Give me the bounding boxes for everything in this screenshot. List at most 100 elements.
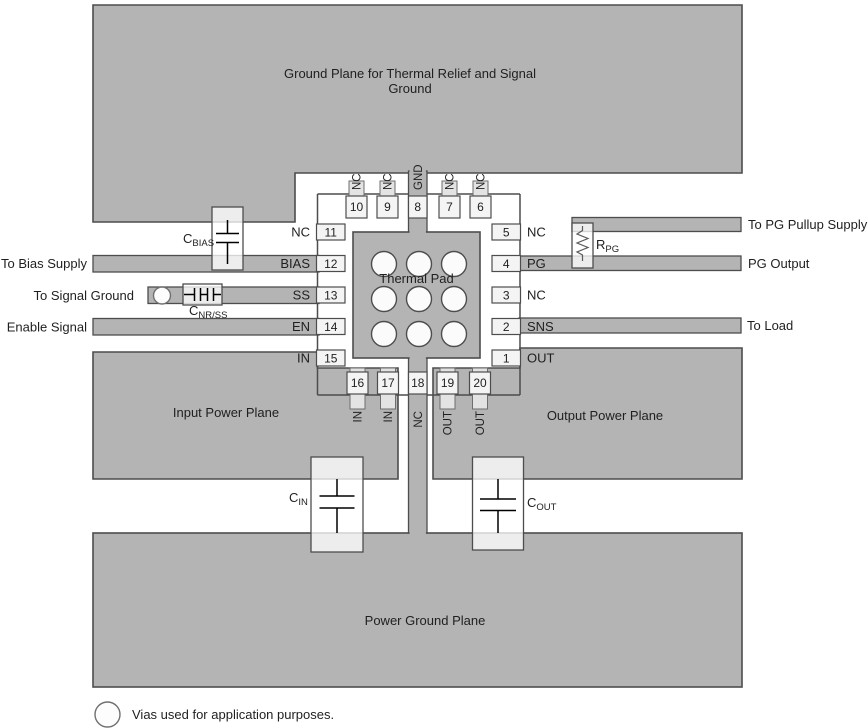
pin-number-4: 4 (503, 257, 510, 271)
pin-number-16: 16 (351, 376, 365, 390)
pin-name-15: IN (297, 351, 310, 366)
c-in-label: CIN (289, 490, 308, 508)
pin-box-15 (315, 349, 346, 367)
pin-name-14: EN (292, 319, 310, 334)
c-in-capacitor-symbol (319, 479, 355, 533)
power-ground-plane (92, 532, 743, 688)
c-in-subscript: IN (298, 497, 308, 508)
c-nrss-label: CNR/SS (189, 303, 227, 321)
pin-box-1 (491, 349, 522, 367)
pin-box-7 (438, 195, 461, 219)
r-pg-label: RPG (596, 237, 619, 255)
c-in-body (310, 456, 364, 553)
pin-name-16: IN (353, 411, 365, 423)
pin-box-2 (491, 317, 522, 336)
pin-name-17: IN (383, 411, 395, 423)
r-pg-symbol-letter: R (596, 237, 605, 252)
c-out-symbol-letter: C (527, 495, 536, 510)
pg-pullup-trace (571, 216, 742, 233)
thermal-via (440, 320, 468, 348)
c-nrss-capacitor-symbol (184, 288, 221, 301)
pin-number-8: 8 (414, 200, 421, 214)
thermal-via (440, 250, 468, 278)
pin-name-1: OUT (527, 351, 555, 366)
top-ground-plane-label-line1: Ground Plane for Thermal Relief and Sign… (284, 66, 536, 81)
weld-gnd-top (409, 169, 426, 176)
pin-box-8 (407, 195, 428, 219)
pin-number-14: 14 (324, 320, 338, 334)
pin-number-3: 3 (503, 289, 510, 303)
pg-output-label: PG Output (748, 256, 810, 271)
c-bias-subscript: BIAS (192, 238, 214, 249)
pin-number-11: 11 (325, 226, 338, 240)
pin-number-5: 5 (503, 226, 510, 240)
top-ground-plane (92, 4, 743, 223)
thermal-via (370, 320, 398, 348)
pin-box-16 (346, 371, 369, 395)
pin-name-4: PG (527, 256, 546, 271)
pin-number-10: 10 (350, 200, 364, 214)
pin-box-13 (315, 286, 346, 304)
power-ground-plane-label: Power Ground Plane (365, 613, 486, 628)
pin-number-18: 18 (411, 376, 425, 390)
pin-name-13: SS (293, 288, 311, 303)
ss-via (152, 286, 172, 305)
c-bias-symbol-letter: C (183, 231, 192, 246)
to-bias-supply-label: To Bias Supply (1, 256, 87, 271)
pin-box-10 (345, 195, 368, 219)
pin-number-9: 9 (384, 200, 391, 214)
thermal-via (405, 250, 433, 278)
pin-box-14 (315, 317, 346, 336)
thermal-pad-label: Thermal Pad (379, 271, 453, 286)
pin-number-12: 12 (324, 257, 338, 271)
legend-text: Vias used for application purposes. (132, 707, 334, 722)
pin-number-15: 15 (324, 352, 338, 366)
enable-signal-label: Enable Signal (7, 320, 87, 335)
top-ground-plane-label-line2: Ground (388, 81, 431, 96)
pin-number-2: 2 (503, 320, 510, 334)
output-power-plane-label: Output Power Plane (547, 408, 663, 423)
c-out-label: COUT (527, 495, 557, 513)
r-pg-resistor-symbol (575, 226, 590, 261)
weld-pad-bottom (409, 355, 426, 361)
pin-name-5: NC (527, 225, 546, 240)
pin-name-2: SNS (527, 319, 554, 334)
pin-name-8: GND (413, 164, 425, 190)
pin-box-6 (469, 195, 492, 219)
pin-number-7: 7 (446, 200, 453, 214)
pin-number-13: 13 (324, 289, 338, 303)
c-out-body (471, 456, 525, 551)
c-bias-capacitor-symbol (216, 220, 239, 264)
pin-box-18 (407, 371, 428, 395)
pin-name-3: NC (527, 288, 546, 303)
to-signal-ground-label: To Signal Ground (34, 288, 134, 303)
pin-box-9 (376, 195, 399, 219)
pin-box-19 (436, 371, 459, 395)
pin-box-12 (315, 254, 346, 273)
weld-gnd-bottom (409, 529, 426, 536)
input-power-plane-label: Input Power Plane (173, 405, 279, 420)
c-nrss-symbol-letter: C (189, 303, 198, 318)
legend-via-icon (94, 701, 121, 728)
pin-box-20 (468, 371, 492, 395)
c-in-symbol-letter: C (289, 490, 298, 505)
c-out-subscript: OUT (536, 502, 556, 513)
pin-number-19: 19 (441, 376, 455, 390)
to-load-label: To Load (747, 318, 793, 333)
thermal-via (370, 250, 398, 278)
pin-number-17: 17 (381, 376, 395, 390)
pin-name-6: NC (476, 173, 488, 190)
pin-name-20: OUT (475, 411, 487, 435)
thermal-via (405, 320, 433, 348)
c-bias-label: CBIAS (183, 231, 214, 249)
pin-name-19: OUT (443, 411, 455, 435)
pin-box-17 (376, 371, 400, 395)
pin-name-10: NC (352, 173, 364, 190)
pg-trace (518, 255, 742, 272)
pin-box-5 (491, 223, 522, 241)
pin-name-11: NC (291, 225, 310, 240)
r-pg-subscript: PG (605, 244, 619, 255)
pin-box-4 (491, 254, 522, 273)
